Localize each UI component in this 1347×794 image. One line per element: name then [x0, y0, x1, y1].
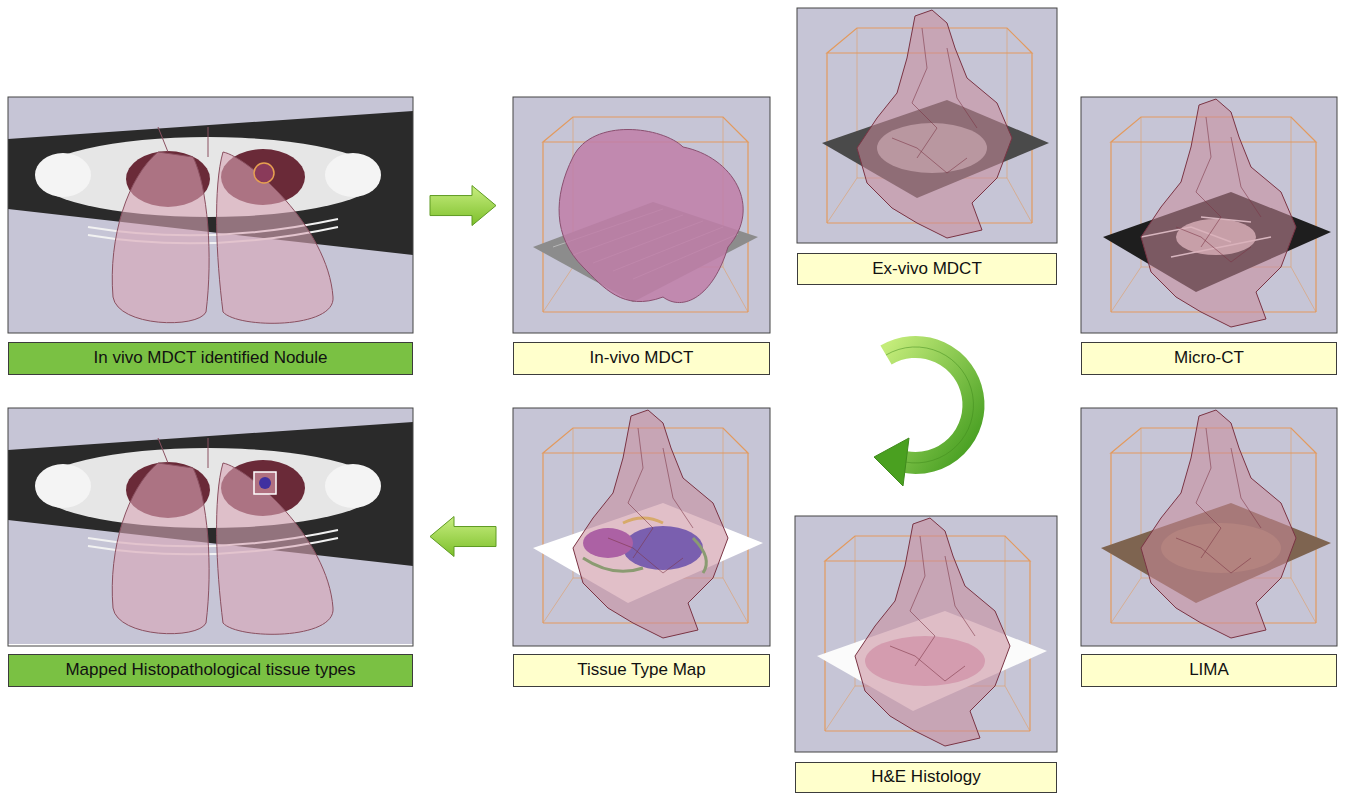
- image-panel: Tissue Type Map: [513, 408, 770, 687]
- ct-scene: [8, 408, 413, 646]
- block-arrow: [430, 517, 496, 557]
- ct-scene-part: [8, 97, 413, 333]
- micro-ct-render: [1081, 97, 1337, 333]
- ct-scene-part: [254, 472, 276, 494]
- panel-caption: Tissue Type Map: [577, 660, 706, 680]
- panel-caption: In vivo MDCT identified Nodule: [93, 348, 327, 368]
- block-arrow: [430, 186, 496, 226]
- ct-scene: [8, 97, 413, 333]
- histology-render-part: [795, 516, 1057, 752]
- panel-caption: Ex-vivo MDCT: [872, 259, 982, 279]
- panel-caption: Micro-CT: [1174, 348, 1244, 368]
- nodule-render: [513, 97, 770, 333]
- tissue-map-render-part: [573, 410, 728, 638]
- histology-render-part: [795, 516, 1057, 752]
- image-panel: Ex-vivo MDCT: [797, 8, 1057, 285]
- histology-render-part: [855, 518, 1010, 746]
- cycle-arrow-part: [874, 438, 909, 486]
- image-panel: H&E Histology: [795, 516, 1057, 793]
- lima-render-part: [1081, 408, 1337, 646]
- panel-label: LIMA: [1081, 654, 1337, 687]
- panel-label: In vivo MDCT identified Nodule: [8, 342, 413, 375]
- image-panel: In vivo MDCT identified Nodule: [8, 97, 413, 375]
- ex-vivo-render: [797, 8, 1057, 243]
- micro-ct-render-part: [1081, 97, 1337, 333]
- panel-label: Mapped Histopathological tissue types: [8, 654, 413, 687]
- ct-scene-part: [259, 477, 271, 489]
- nodule-render-part: [559, 130, 743, 303]
- tissue-map-render: [513, 408, 770, 646]
- nodule-render-part: [513, 97, 770, 333]
- tissue-map-render-part: [513, 408, 770, 646]
- panel-caption: Mapped Histopathological tissue types: [65, 660, 355, 680]
- ex-vivo-render-part: [797, 8, 1057, 243]
- image-panel: LIMA: [1081, 408, 1337, 687]
- panel-label: H&E Histology: [795, 762, 1057, 793]
- ct-scene-part: [8, 408, 413, 646]
- tissue-map-render-part: [513, 408, 770, 646]
- ex-vivo-render-part: [797, 8, 1057, 243]
- panel-label: Micro-CT: [1081, 342, 1337, 375]
- panel-caption: LIMA: [1189, 660, 1229, 680]
- micro-ct-render-part: [1141, 99, 1296, 327]
- ct-scene-part: [8, 408, 413, 644]
- nodule-render-part: [513, 97, 770, 333]
- lima-render-part: [1141, 410, 1296, 638]
- image-panel: Micro-CT: [1081, 97, 1337, 375]
- nodule-render-part: [543, 117, 748, 312]
- image-panel: In-vivo MDCT: [513, 97, 770, 375]
- image-panel: Mapped Histopathological tissue types: [8, 408, 413, 687]
- lima-render-part: [1081, 408, 1337, 646]
- panel-label: Ex-vivo MDCT: [797, 253, 1057, 285]
- panel-caption: H&E Histology: [871, 767, 981, 787]
- ct-scene-part: [254, 163, 274, 183]
- lima-render: [1081, 408, 1337, 646]
- histology-render: [795, 516, 1057, 752]
- micro-ct-render-part: [1081, 97, 1337, 333]
- panel-label: Tissue Type Map: [513, 654, 770, 687]
- ex-vivo-render-part: [857, 10, 1012, 238]
- panel-label: In-vivo MDCT: [513, 342, 770, 375]
- panel-caption: In-vivo MDCT: [590, 348, 694, 368]
- cycle-arrow: [874, 347, 973, 486]
- ct-scene-part: [8, 97, 413, 333]
